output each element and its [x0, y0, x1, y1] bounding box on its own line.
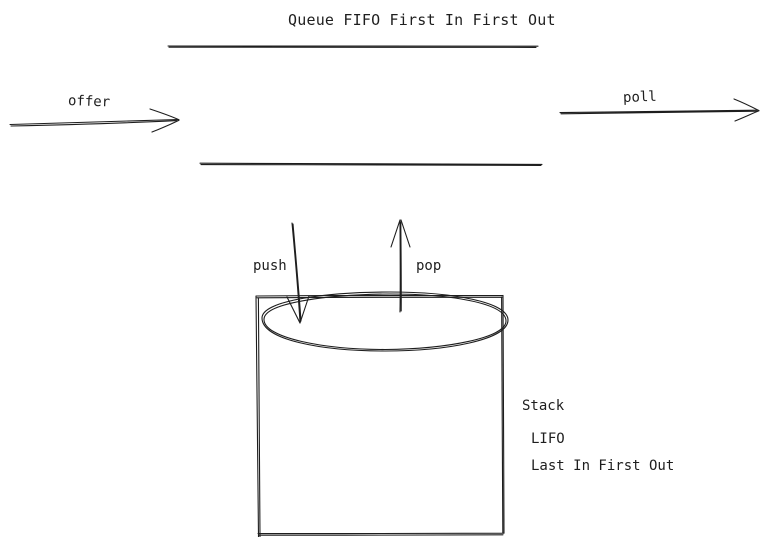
- queue-title: Queue FIFO First In First Out: [288, 11, 556, 29]
- push-arrow: [286, 222, 310, 324]
- stack-label: Stack: [522, 398, 565, 414]
- stack-container: [255, 291, 509, 537]
- stack-acronym: LIFO: [531, 431, 565, 447]
- pop-arrow: [390, 219, 411, 313]
- queue-top-line: [167, 45, 539, 48]
- offer-arrow: [9, 108, 180, 133]
- stack-acronym-expansion: Last In First Out: [531, 458, 675, 474]
- poll-arrow: [559, 98, 760, 122]
- queue-shape: [167, 45, 543, 166]
- push-label: push: [253, 258, 287, 274]
- stack-opening-ellipse: [261, 291, 509, 352]
- offer-label: offer: [67, 93, 111, 111]
- poll-label: poll: [622, 88, 657, 106]
- queue-bottom-line: [199, 162, 543, 166]
- pop-label: pop: [416, 258, 442, 274]
- stack-box: [255, 294, 505, 537]
